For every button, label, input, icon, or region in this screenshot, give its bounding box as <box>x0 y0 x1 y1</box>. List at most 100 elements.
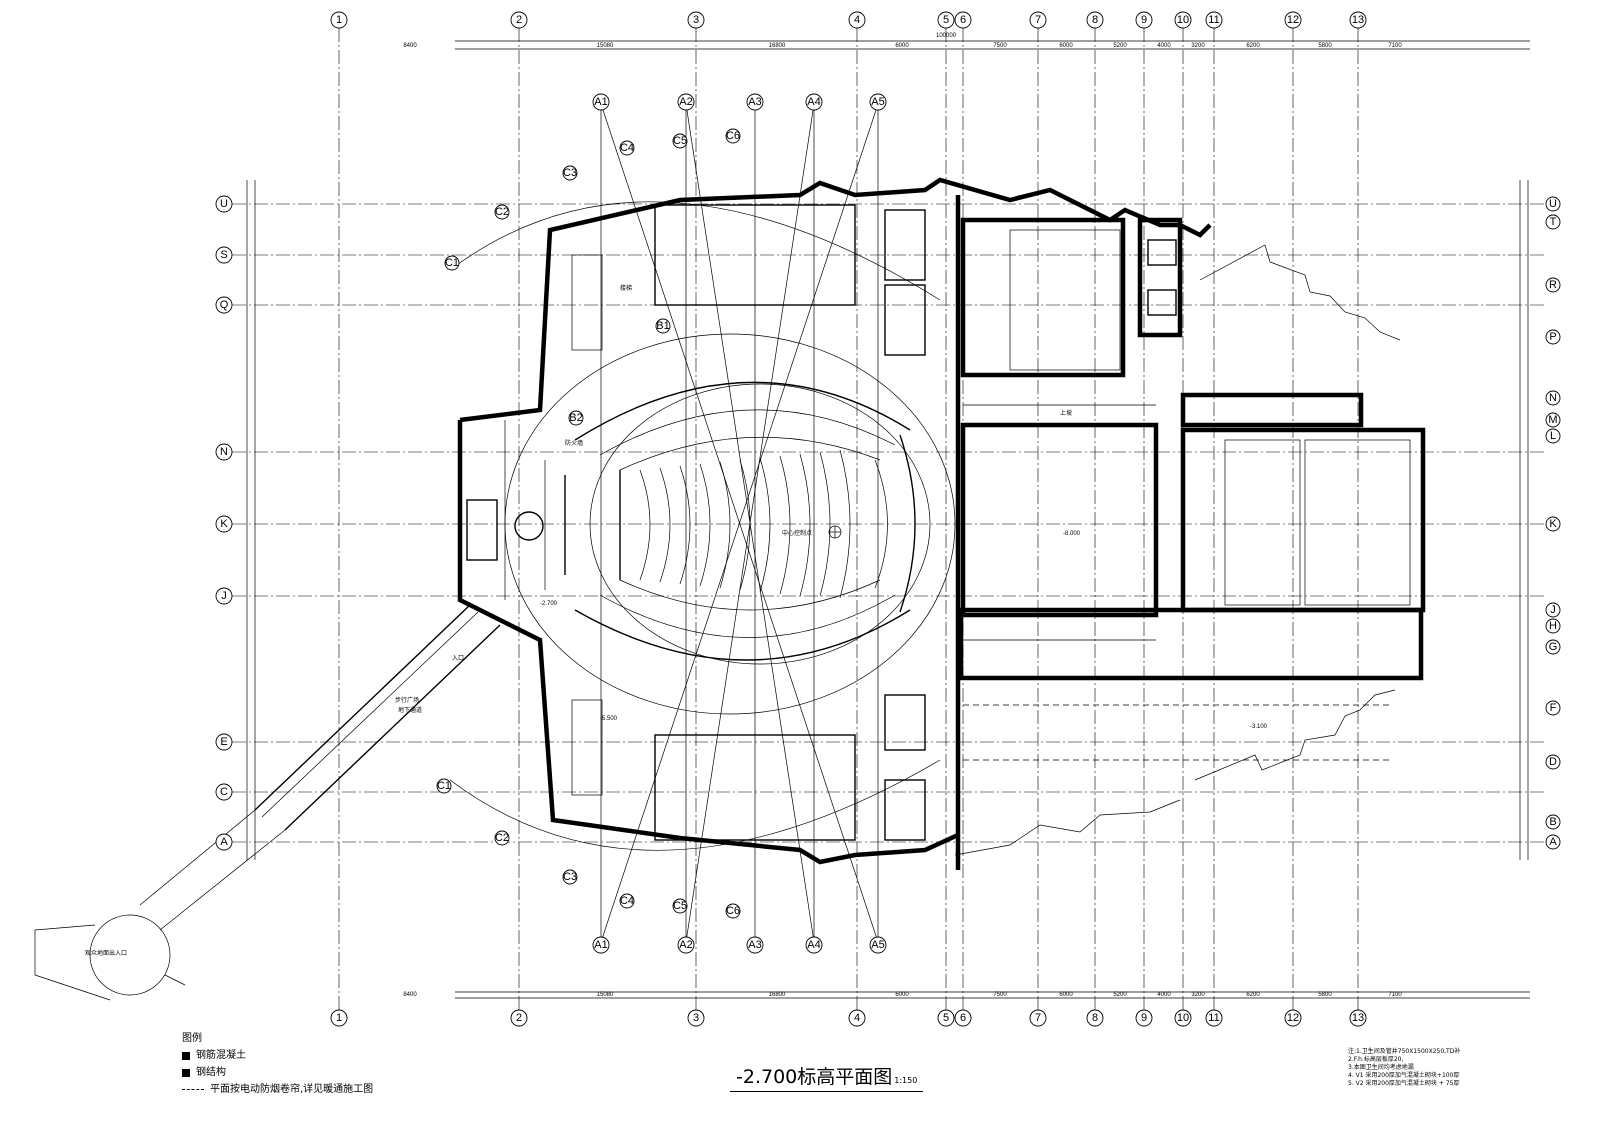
arc-bubble-C5: C5 <box>672 898 688 914</box>
column-bubble-6-label: 6 <box>960 14 966 26</box>
column-bubble-10: 10 <box>1174 11 1192 29</box>
radial-bubble-A2: A2 <box>677 936 695 954</box>
legend: 图例 钢筋混凝土 钢结构 平面按电动防烟卷帘,详见暖通施工图 <box>182 1030 373 1098</box>
column-bubble-7: 7 <box>1029 1009 1047 1027</box>
column-bubble-1: 1 <box>330 11 348 29</box>
radial-bubble-A1: A1 <box>592 93 610 111</box>
arc-bubble-C4: C4 <box>619 140 635 156</box>
row-bubble-K: K <box>1545 516 1561 532</box>
row-bubble-L: L <box>1545 428 1561 444</box>
row-bubble-N: N <box>1545 390 1561 406</box>
row-bubble-K: K <box>215 515 233 533</box>
inner-bubble-B1-label: B1 <box>656 320 669 332</box>
column-bubble-13-label: 13 <box>1352 1012 1364 1024</box>
up-label: 上坡 <box>1060 409 1072 417</box>
column-bubble-13-label: 13 <box>1352 14 1364 26</box>
inner-bubble-B2: B2 <box>568 410 584 426</box>
column-bubble-9: 9 <box>1135 11 1153 29</box>
radial-bubble-A4-label: A4 <box>807 96 820 108</box>
arc-bubble-C1-label: C1 <box>437 780 451 792</box>
note-line: 4. V1 采用200厚加气混凝土砌块+100厚 <box>1348 1072 1460 1079</box>
lobby-partitions <box>466 420 546 600</box>
dimension-text: 6000 <box>1059 43 1073 49</box>
sawtooth-outlines <box>954 244 1401 856</box>
right-elevation: -3.100 <box>1250 724 1268 730</box>
corridor-elevation: -2.700 <box>540 601 558 607</box>
arc-bubble-C3: C3 <box>562 165 578 181</box>
dimension-text: 7100 <box>1388 43 1402 49</box>
row-bubble-M-label: M <box>1548 414 1557 426</box>
column-bubble-11: 11 <box>1205 11 1223 29</box>
dimension-text: 5200 <box>1113 992 1127 998</box>
horizontal-grid-axes <box>232 203 1545 843</box>
dimension-text: 6000 <box>895 992 909 998</box>
dimension-text: 5200 <box>1113 43 1127 49</box>
note-line: 5. V2 采用200厚加气混凝土砌块 + 75厚 <box>1348 1080 1460 1087</box>
column-bubble-7: 7 <box>1029 11 1047 29</box>
column-bubble-3-label: 3 <box>693 1012 699 1024</box>
column-bubble-11-label: 11 <box>1208 1012 1219 1024</box>
column-bubble-12-label: 12 <box>1287 14 1299 26</box>
column-bubble-10-label: 10 <box>1177 1012 1189 1024</box>
arc-bubble-C6: C6 <box>725 128 741 144</box>
arc-bubble-C6-label: C6 <box>726 130 740 142</box>
column-bubble-6-label: 6 <box>960 1012 966 1024</box>
arc-bubble-C3-label: C3 <box>563 871 577 883</box>
row-bubble-H-label: H <box>1549 620 1557 632</box>
arc-bubble-C1-label: C1 <box>445 257 459 269</box>
row-bubble-G-label: G <box>1549 641 1558 653</box>
column-bubble-4: 4 <box>848 1009 866 1027</box>
column-bubble-4-label: 4 <box>854 1012 860 1024</box>
column-bubble-7-label: 7 <box>1035 14 1041 26</box>
row-bubble-D-label: D <box>1549 756 1557 768</box>
inner-rooms <box>571 204 1411 841</box>
stair-label: 楼梯 <box>620 284 632 292</box>
radial-bubble-A3-label: A3 <box>748 939 761 951</box>
legend-item-curtain: 平面按电动防烟卷帘,详见暖通施工图 <box>182 1081 373 1098</box>
row-bubble-B-label: B <box>1549 816 1556 828</box>
dimension-text: 6000 <box>1059 992 1073 998</box>
radial-bubble-A5: A5 <box>869 936 887 954</box>
legend-item-label: 平面按电动防烟卷帘,详见暖通施工图 <box>210 1084 374 1095</box>
dimension-text: 15080 <box>597 992 614 998</box>
arc-bubble-C4: C4 <box>619 893 635 909</box>
row-bubble-A: A <box>1545 834 1561 850</box>
row-bubble-A-label: A <box>220 836 228 848</box>
ramp-sublabel: 地下通道 <box>398 706 422 714</box>
annotations: -8.000 -5.500 -2.700 -3.100 步行广场 地下通道 观众… <box>85 284 1268 957</box>
dimension-text: 4000 <box>1157 992 1171 998</box>
row-bubble-T: T <box>1545 214 1561 230</box>
plaza-entry-label: 观众地面出入口 <box>85 949 127 957</box>
concrete-symbol-icon <box>182 1051 190 1060</box>
radial-bubble-A2-label: A2 <box>679 939 692 951</box>
row-bubble-P-label: P <box>1549 331 1556 343</box>
column-bubble-5-label: 5 <box>943 14 949 26</box>
arc-bubble-C2: C2 <box>494 830 510 846</box>
column-bubble-12: 12 <box>1284 1009 1302 1027</box>
ramp-label: 步行广场 <box>395 696 419 704</box>
row-bubble-R-label: R <box>1549 279 1557 291</box>
note-line: 3.本图卫生间均考虑地漏 <box>1348 1064 1414 1071</box>
note-line: 注:1.卫生间及管井750X1500X250,TD补 <box>1348 1048 1461 1055</box>
radial-axes <box>600 103 879 943</box>
row-bubble-R: R <box>1545 277 1561 293</box>
drawing-scale: 1:150 <box>894 1076 918 1085</box>
center-mark-label: 中心控制点 <box>782 529 812 537</box>
arc-bubble-C5: C5 <box>672 133 688 149</box>
dimension-text: 8400 <box>403 43 417 49</box>
row-bubble-S: S <box>215 246 233 264</box>
row-bubble-N-label: N <box>220 446 228 458</box>
construction-arcs <box>449 201 956 851</box>
dimension-text: 7500 <box>993 992 1007 998</box>
column-bubble-3-label: 3 <box>693 14 699 26</box>
radial-bubble-A2-label: A2 <box>679 96 692 108</box>
dimension-text: 6000 <box>895 43 909 49</box>
row-bubble-Q-label: Q <box>220 299 229 311</box>
row-bubble-U: U <box>215 195 233 213</box>
row-bubble-J-label: J <box>221 590 227 602</box>
dimension-text: 7100 <box>1388 992 1402 998</box>
column-bubble-4: 4 <box>848 11 866 29</box>
